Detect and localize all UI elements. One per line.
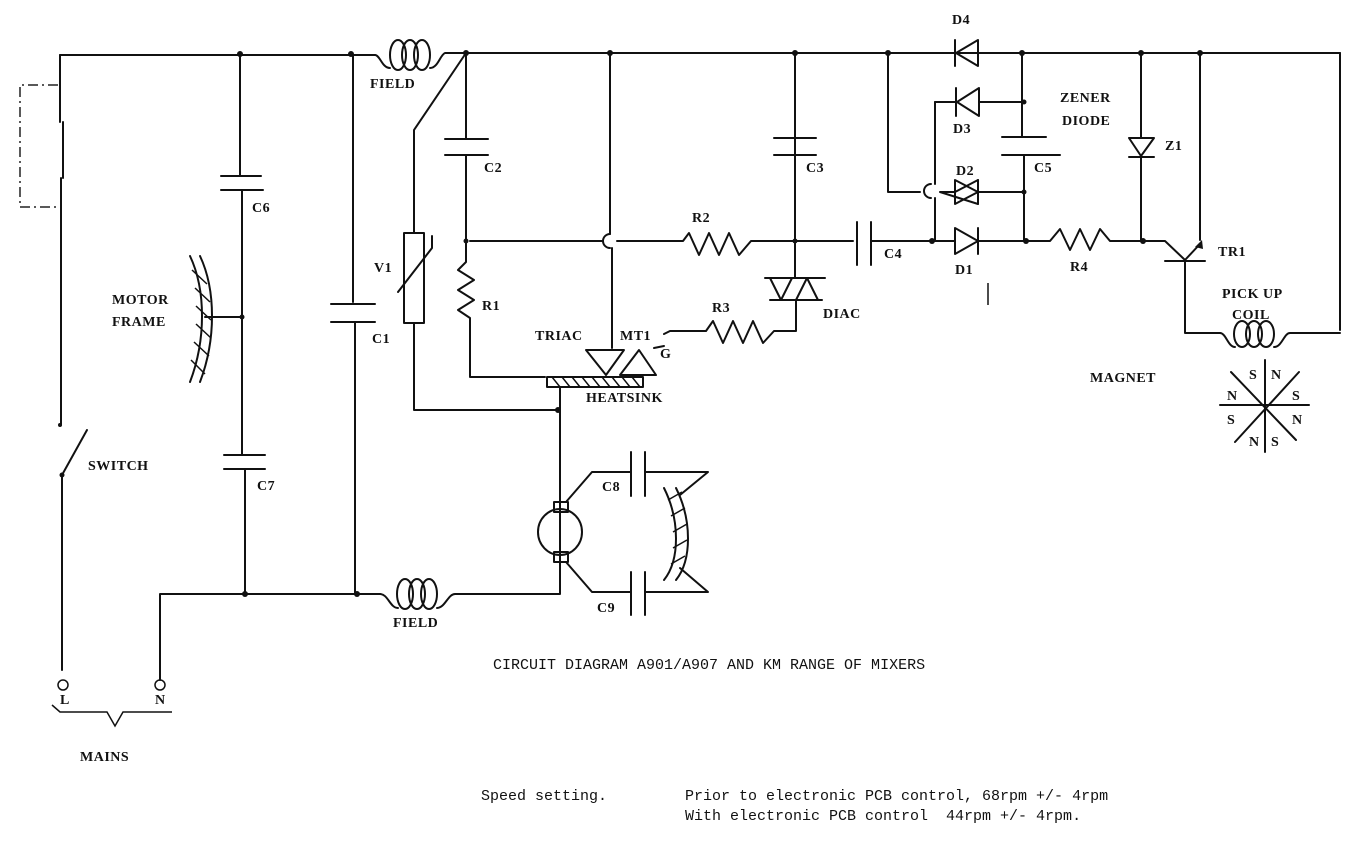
motor-frame-arc: [663, 487, 689, 581]
c1-label: C1: [372, 332, 390, 347]
transistor-tr1: [1142, 50, 1221, 334]
speed-note-line-2: With electronic PCB control 44rpm +/- 4r…: [685, 808, 1081, 825]
pickup-label-1: PICK UP: [1222, 287, 1283, 302]
c2-label: C2: [484, 161, 502, 176]
triac-symbol: [585, 345, 665, 376]
zener-z1: [1128, 50, 1155, 244]
d4-label: D4: [952, 13, 970, 28]
mt1-label: MT1: [620, 329, 651, 344]
svg-text:N: N: [1292, 413, 1303, 428]
svg-text:N: N: [1271, 368, 1282, 383]
magnet-symbol: [1219, 359, 1310, 453]
neutral-terminal: [154, 679, 166, 691]
c6-label: C6: [252, 201, 270, 216]
r1-label: R1: [482, 299, 500, 314]
d3-label: D3: [953, 122, 971, 137]
d2-label: D2: [956, 164, 974, 179]
r4-resistor: [1025, 228, 1144, 251]
v1-varistor: [397, 50, 561, 413]
diode-bridge: [885, 39, 1061, 305]
gate-label: G: [660, 347, 671, 362]
magnet-label: MAGNET: [1090, 371, 1156, 386]
svg-text:S: S: [1271, 435, 1279, 450]
c9-label: C9: [597, 601, 615, 616]
svg-text:S: S: [1227, 413, 1235, 428]
z1-label: Z1: [1165, 139, 1182, 154]
c6-c7-branch: [204, 51, 266, 595]
svg-text:S: S: [1292, 389, 1300, 404]
diac-label: DIAC: [823, 307, 861, 322]
field-top-label: FIELD: [370, 77, 415, 92]
speed-note-line-1: Prior to electronic PCB control, 68rpm +…: [685, 788, 1108, 805]
motor-armature: [537, 471, 631, 593]
r3-diac-branch: [663, 50, 826, 344]
mains-label: MAINS: [80, 750, 129, 765]
field-bottom-label: FIELD: [393, 616, 438, 631]
pickup-coil: [1219, 320, 1341, 348]
c4-capacitor: [856, 221, 936, 266]
svg-text:N: N: [1249, 435, 1260, 450]
dashed-interlock: [19, 84, 58, 208]
switch-blade: [61, 429, 88, 476]
r2-line: [469, 232, 854, 256]
motor-frame-label-2: FRAME: [112, 315, 166, 330]
c7-label: C7: [257, 479, 275, 494]
c1-capacitor: [330, 51, 376, 595]
r4-label: R4: [1070, 260, 1088, 275]
magnet-poles: S N N S S N N S: [1227, 368, 1303, 450]
speed-setting-label: Speed setting.: [481, 788, 607, 805]
c4-label: C4: [884, 247, 902, 262]
c5-label: C5: [1034, 161, 1052, 176]
pickup-label-2: COIL: [1232, 308, 1270, 323]
diagram-title: CIRCUIT DIAGRAM A901/A907 AND KM RANGE O…: [493, 657, 925, 674]
bottom-rail: [159, 564, 561, 681]
live-line: [57, 54, 88, 691]
motor-frame-symbol: [189, 255, 213, 383]
c2-r1-branch: [444, 52, 546, 378]
top-rail: [59, 52, 1341, 331]
neutral-label: N: [155, 693, 166, 708]
mains-connector: [51, 679, 172, 728]
live-terminal: [57, 679, 69, 691]
c3-capacitor: [773, 137, 817, 156]
r3-label: R3: [712, 301, 730, 316]
live-label: L: [60, 693, 70, 708]
switch-label: SWITCH: [88, 459, 149, 474]
c9-capacitor: [630, 567, 709, 616]
zener-label-2: DIODE: [1062, 114, 1110, 129]
field-coil-top: [374, 39, 471, 71]
c8-capacitor: [630, 451, 709, 497]
triac-feed: [607, 50, 613, 349]
c8-label: C8: [602, 480, 620, 495]
svg-text:S: S: [1249, 368, 1257, 383]
tr1-label: TR1: [1218, 245, 1246, 260]
zener-label-1: ZENER: [1060, 91, 1111, 106]
motor-frame-label-1: MOTOR: [112, 293, 169, 308]
heatsink-label: HEATSINK: [586, 391, 663, 406]
heatsink-symbol: [546, 376, 644, 566]
c3-label: C3: [806, 161, 824, 176]
d1-label: D1: [955, 263, 973, 278]
svg-text:N: N: [1227, 389, 1238, 404]
triac-label: TRIAC: [535, 329, 583, 344]
r2-label: R2: [692, 211, 710, 226]
v1-label: V1: [374, 261, 392, 276]
